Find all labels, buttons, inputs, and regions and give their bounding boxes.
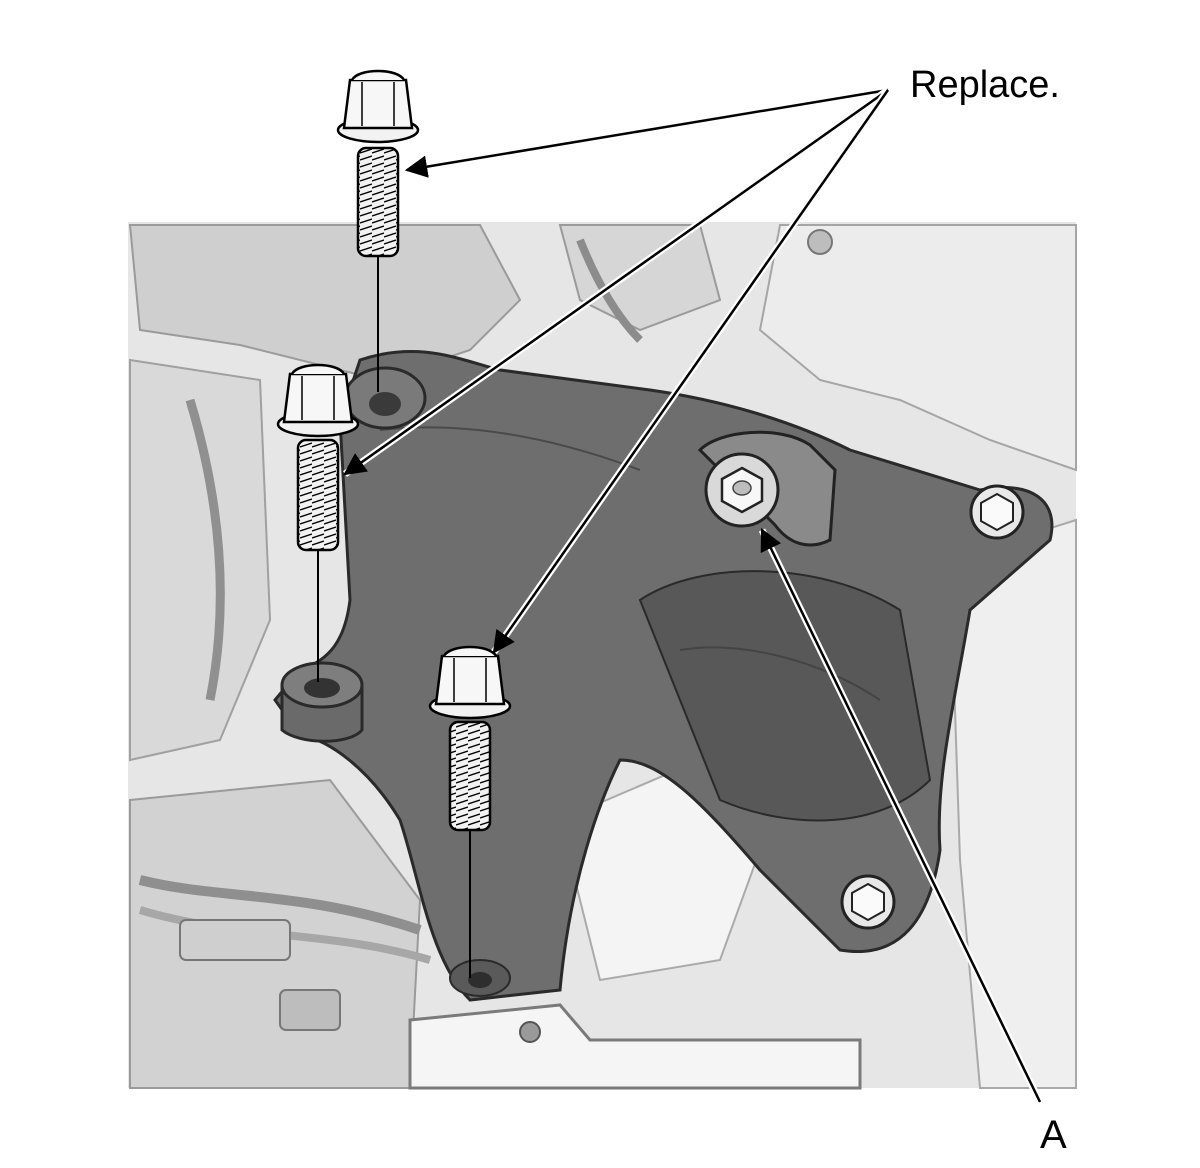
replacement-bolt-bottom [428, 645, 512, 978]
flange-nut-icon [969, 484, 1025, 540]
replace-leader-lines [342, 87, 891, 655]
flange-bolt-icon [276, 363, 360, 552]
flange-nut-icon [840, 874, 896, 930]
part-a-leader-line [758, 527, 1044, 1104]
flange-bolt-icon [336, 69, 420, 258]
replacement-bolt-left [276, 363, 360, 682]
replace-label: Replace. [910, 64, 1060, 106]
replacement-bolt-top [336, 69, 420, 392]
part-a-label: A [1040, 1113, 1067, 1157]
part-a-nut [697, 430, 837, 547]
flange-bolt-icon [428, 645, 512, 832]
